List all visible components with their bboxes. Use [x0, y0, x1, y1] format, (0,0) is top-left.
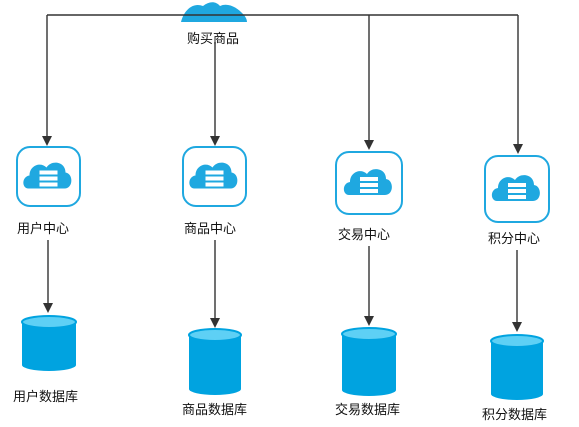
service-label-product-center: 商品中心: [184, 222, 237, 237]
edge-source-to-user-center: [42, 15, 52, 146]
source-cloud-icon: [181, 2, 247, 22]
db-label-user: 用户数据库: [13, 390, 79, 405]
service-label-trade-center: 交易中心: [338, 228, 391, 243]
db-label-points: 积分数据库: [482, 408, 548, 423]
service-node-user-center: [16, 146, 81, 207]
edge-trade-center-to-db: [364, 246, 374, 326]
edge-source-to-product-center: [210, 42, 220, 146]
database-trade: [341, 327, 397, 396]
edge-source-to-points-center: [513, 15, 523, 154]
database-user: [21, 315, 77, 371]
cloud-server-icon: [343, 169, 392, 195]
edges: [42, 14, 523, 332]
service-node-product-center: [182, 146, 247, 207]
cloud-server-icon: [491, 175, 540, 201]
cloud-server-icon: [23, 162, 72, 189]
edge-user-center-to-db: [43, 240, 53, 313]
database-product: [188, 328, 242, 395]
database-points: [490, 334, 544, 400]
db-label-product: 商品数据库: [182, 403, 248, 418]
service-node-trade-center: [335, 151, 403, 215]
db-label-trade: 交易数据库: [335, 403, 401, 418]
edge-product-center-to-db: [210, 240, 220, 328]
edge-source-to-trade-center: [364, 15, 374, 150]
service-label-user-center: 用户中心: [17, 222, 70, 237]
source-label: 购买商品: [187, 32, 240, 47]
service-label-points-center: 积分中心: [488, 232, 541, 247]
edge-points-center-to-db: [512, 250, 522, 332]
service-node-points-center: [484, 155, 550, 223]
cloud-server-icon: [189, 162, 238, 189]
